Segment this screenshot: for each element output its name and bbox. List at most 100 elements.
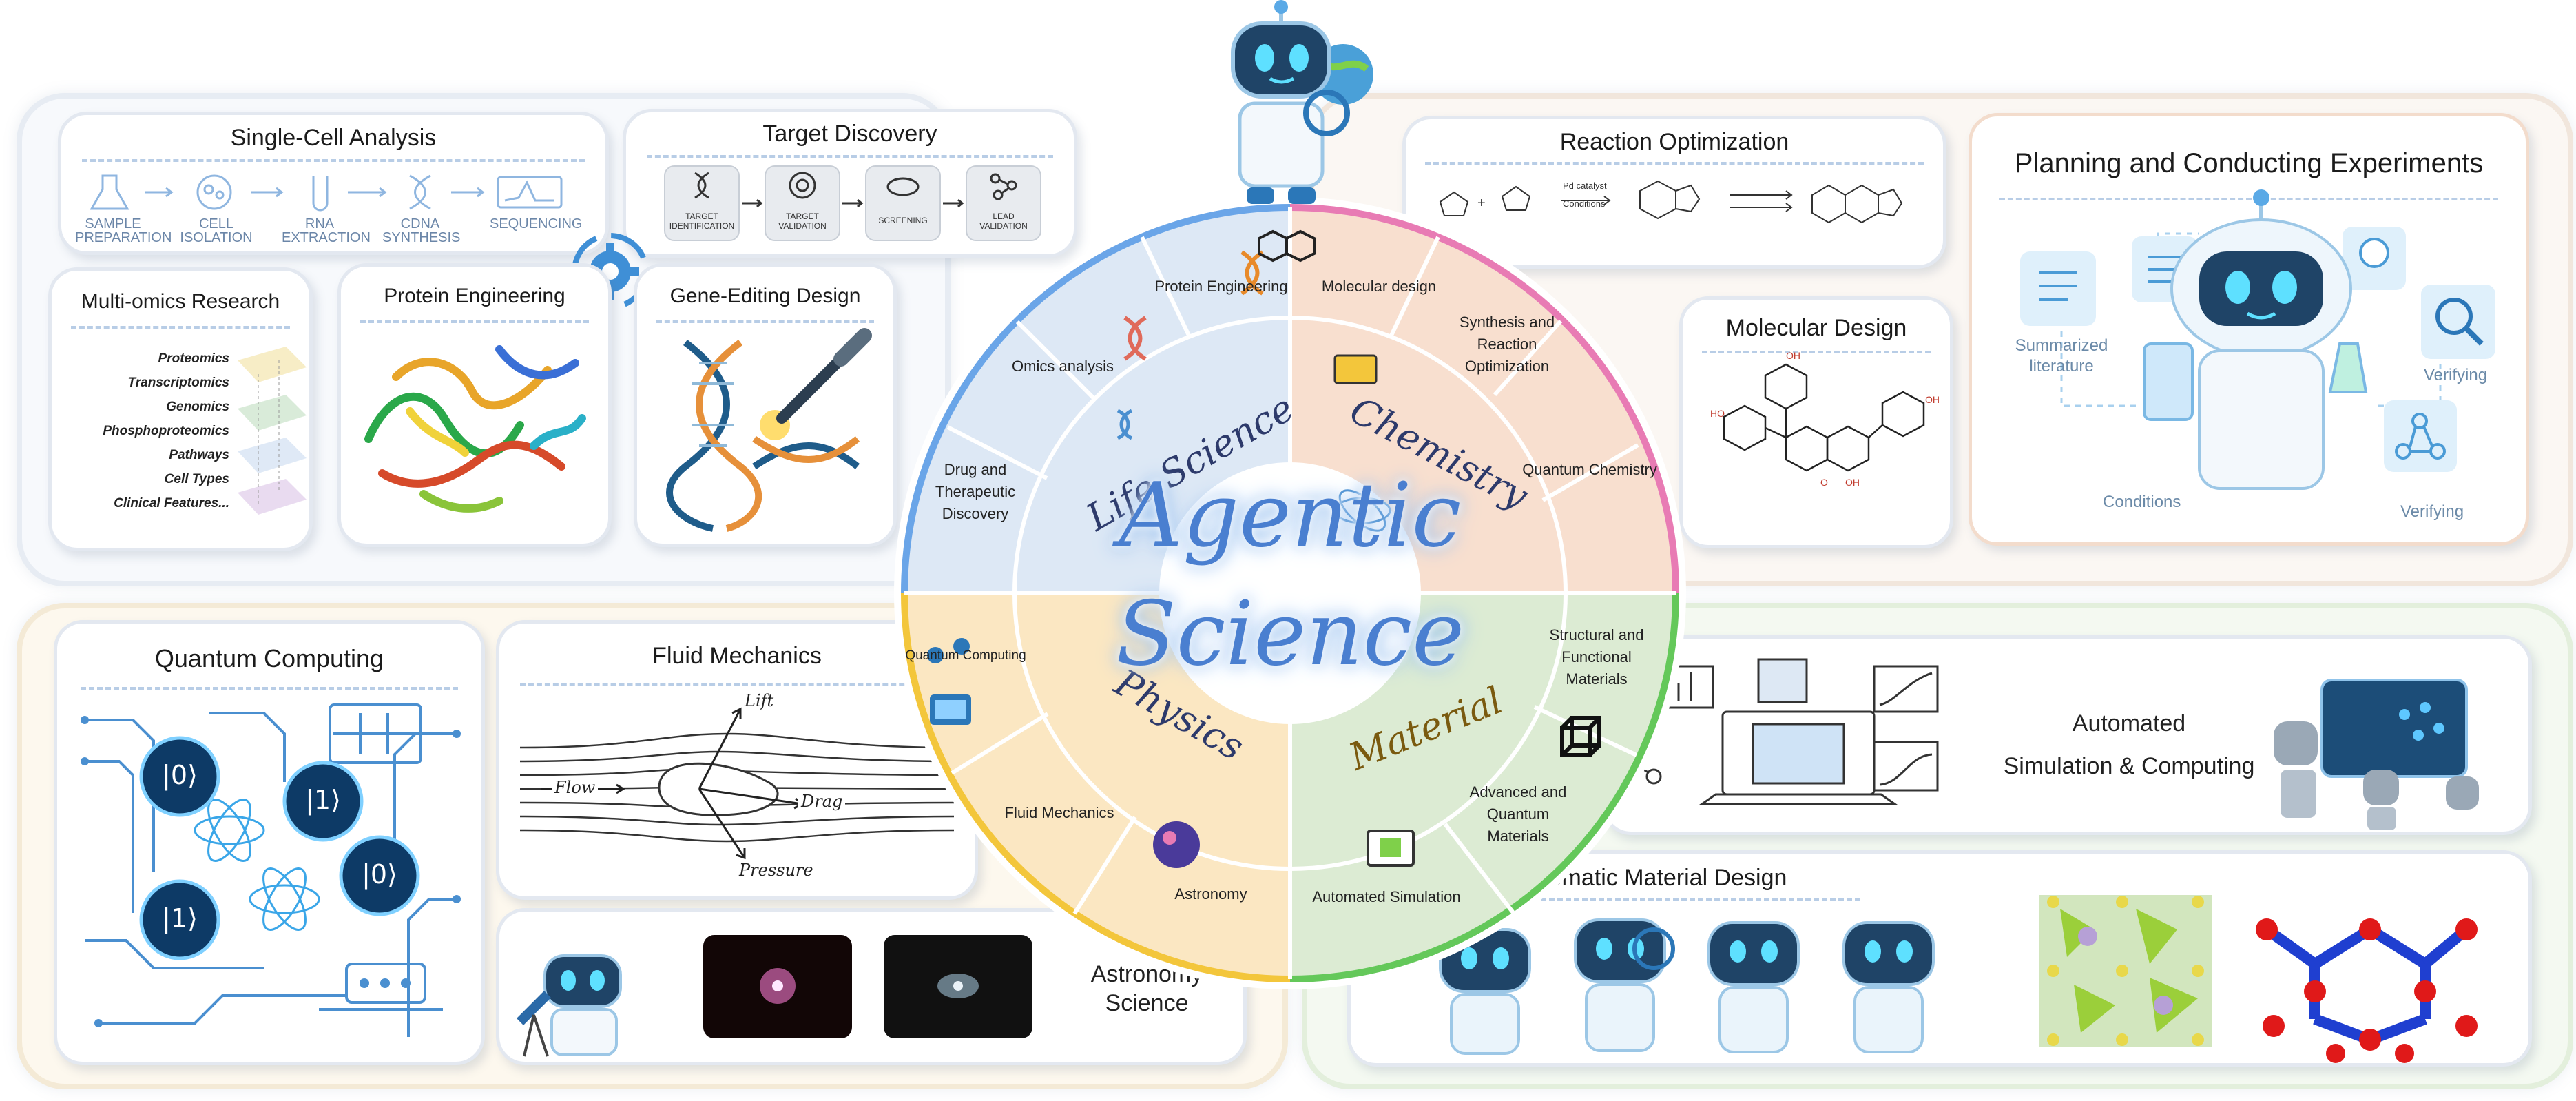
telescope-robot-icon [517, 954, 622, 1057]
agentic-title: Agentic [1119, 464, 1462, 567]
workflow-icon [2384, 400, 2457, 472]
omics-item: Proteomics [158, 351, 229, 366]
svg-text:OH: OH [1925, 394, 1940, 405]
target-discovery-steps [664, 165, 1041, 241]
svg-text:HO: HO [1710, 408, 1725, 419]
automated-simulation-card: Automated Simulation & Computing [1602, 635, 2532, 835]
molecular-design-card: Molecular Design HO OH OH O OH [1679, 296, 1953, 548]
omics-item: Transcriptomics [127, 375, 229, 390]
astronomy-title-line2: Science [1105, 990, 1189, 1016]
protein-structure-image [364, 345, 586, 513]
center-disc [1159, 462, 1421, 724]
material-design-illustration [1439, 895, 2478, 1063]
qubit-label: |0⟩ [362, 859, 397, 889]
magnifier-icon [2421, 285, 2495, 359]
molecule-structure: HO OH OH O OH [1710, 350, 1940, 488]
wheel-quantum-computing: Quantum Computing [905, 648, 1026, 663]
fluid-mechanics-title: Fluid Mechanics [652, 643, 822, 669]
wheel-omics-analysis: Omics analysis [1012, 358, 1114, 375]
dna-pair-icon [1116, 409, 1133, 440]
multi-omics-title: Multi-omics Research [81, 290, 280, 313]
wheel-quantum-chemistry: Quantum Chemistry [1522, 461, 1657, 478]
qubit-icons [139, 736, 420, 960]
svg-text:O: O [1820, 477, 1828, 488]
reaction-optimization-title: Reaction Optimization [1559, 129, 1789, 155]
simulation-monitor-icon [1367, 830, 1415, 867]
cube-icon [1560, 716, 1601, 757]
svg-text:OH: OH [1845, 477, 1860, 488]
molecular-design-title: Molecular Design [1725, 315, 1907, 341]
single-cell-title: Single-Cell Analysis [230, 125, 437, 151]
robot-scientists-icon [2274, 679, 2479, 830]
computer-icon [930, 694, 971, 725]
planning-title: Planning and Conducting Experiments [2014, 148, 2484, 178]
quantum-computing-card: Quantum Computing |0⟩ |1⟩ |0⟩ |1⟩ [54, 620, 485, 1065]
dna-icon [409, 174, 431, 210]
protein-engineering-title: Protein Engineering [384, 285, 565, 307]
astronomy-illustration [517, 935, 1032, 1057]
automated-sim-title-line2: Simulation & Computing [2003, 753, 2255, 779]
omics-item: Clinical Features... [114, 496, 229, 511]
omics-item: Cell Types [164, 472, 229, 486]
conditions-label: Conditions [1563, 198, 1606, 209]
agentic-science-wheel: Protein Engineering Omics analysis Drug … [894, 197, 1686, 989]
verifying-bottom-label: Verifying [2400, 502, 2464, 521]
omics-item: Genomics [166, 400, 229, 414]
planning-experiments-card: Planning and Conducting Experiments [1969, 113, 2529, 546]
flow-label: Flow [552, 778, 599, 797]
quantum-circuit-illustration [81, 703, 461, 1037]
petri-dish-icon [886, 177, 920, 196]
chemistry-quadrant [1290, 207, 1676, 593]
qubit-pair-icon [927, 638, 970, 663]
qubit-label: |1⟩ [305, 785, 341, 815]
dna-editing-image [666, 328, 872, 532]
omics-item: Phosphoproteomics [103, 424, 229, 438]
reagent-label: Pd catalyst [1563, 181, 1607, 191]
fluid-mechanics-card: Fluid Mechanics Lift Flow Drag Pressure [496, 620, 978, 900]
svg-text:+: + [1477, 196, 1486, 211]
summarized-label: Summarized [2015, 336, 2108, 355]
sequencer-icon [497, 176, 563, 209]
material-quadrant [1290, 593, 1676, 979]
magnifier-icon [1303, 90, 1350, 136]
cell-icon [196, 174, 232, 210]
protein-engineering-card: Protein Engineering [337, 263, 612, 547]
dna-icon [1123, 316, 1147, 361]
gene-editing-title: Gene-Editing Design [669, 285, 861, 307]
qubit-label: |1⟩ [162, 903, 198, 934]
scientist-robot-icon [2143, 189, 2368, 490]
wheel-icons [927, 229, 1601, 868]
reaction-optimization-card: Reaction Optimization + Pd catalyst Cond… [1402, 116, 1946, 269]
svg-text:OH: OH [1786, 350, 1800, 361]
single-cell-pipeline-icons [90, 174, 563, 212]
document-icon [2020, 251, 2096, 326]
dna-icon [694, 172, 709, 199]
conditions-label: Conditions [2103, 493, 2181, 511]
automatic-material-design-card: Automatic Material Design [1347, 850, 2532, 1067]
reaction-scheme: + [1439, 180, 1903, 224]
gene-editing-card: Gene-Editing Design [634, 263, 897, 547]
verifying-top-label: Verifying [2424, 366, 2488, 384]
omics-layers-illustration [238, 347, 307, 515]
mascot-robot-icon [1231, 0, 1373, 204]
life-science-quadrant [904, 207, 1290, 593]
wheel-protein-engineering: Protein Engineering [1154, 278, 1288, 295]
quantum-computing-title: Quantum Computing [154, 644, 384, 672]
protein-icon [1240, 250, 1264, 296]
molecule-icon [1258, 229, 1316, 263]
omics-item: Pathways [169, 448, 229, 462]
wheel-automated-simulation: Automated Simulation [1312, 888, 1461, 905]
target-discovery-title: Target Discovery [762, 121, 937, 147]
test-tube-icon [312, 176, 329, 212]
multi-omics-card: Multi-omics Research Proteomics Transcri… [48, 267, 313, 551]
physics-quadrant [904, 593, 1290, 979]
wheel-molecular-design: Molecular design [1321, 278, 1437, 295]
wheel-fluid-mechanics: Fluid Mechanics [1004, 804, 1114, 821]
automated-sim-title-line1: Automated [2072, 710, 2186, 737]
lift-label: Lift [745, 691, 774, 710]
flask-icon [90, 174, 129, 210]
